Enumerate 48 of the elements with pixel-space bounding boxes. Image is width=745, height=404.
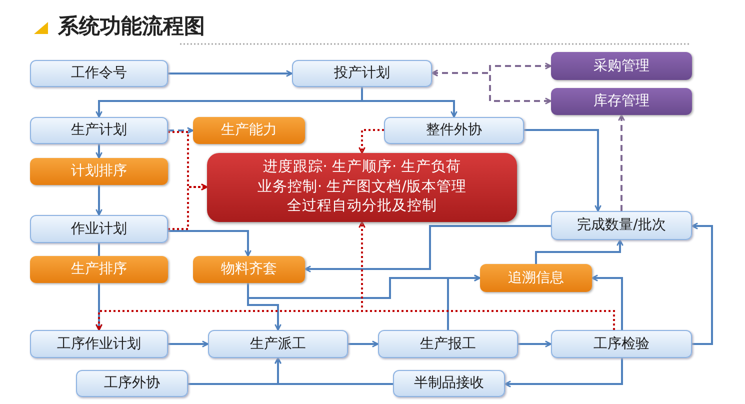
arrow <box>96 144 102 159</box>
arrow <box>168 70 293 77</box>
arrow <box>591 274 623 330</box>
arrow <box>447 274 481 330</box>
process-box: 生产计划 <box>30 117 168 144</box>
process-box: 投产计划 <box>292 60 432 87</box>
process-box: 生产能力 <box>193 117 305 144</box>
arrow <box>168 184 208 230</box>
process-box: 工序检验 <box>551 330 692 358</box>
process-box: 追溯信息 <box>480 264 592 292</box>
arrow <box>691 222 713 345</box>
process-box: 工序作业计划 <box>30 330 168 358</box>
arrow <box>168 131 208 190</box>
arrow <box>168 340 209 348</box>
process-box: 半制品接收 <box>393 370 505 397</box>
arrow <box>348 340 379 348</box>
feature-text: 业务控制· 生产图文档/版本管理 <box>257 178 467 197</box>
arrow <box>168 230 252 257</box>
feature-text: 全过程自动分批及控制 <box>287 197 437 216</box>
arrow <box>96 310 615 331</box>
process-box: 生产派工 <box>208 330 348 358</box>
process-box: 工序外协 <box>76 370 188 397</box>
process-box: 采购管理 <box>551 52 692 80</box>
arrow <box>358 129 384 154</box>
process-box: 计划排序 <box>30 158 168 185</box>
arrow <box>431 70 552 104</box>
info-panel <box>207 153 517 222</box>
arrow <box>535 239 624 264</box>
arrow <box>518 340 552 348</box>
process-box: 整件外协 <box>384 117 524 144</box>
arrow <box>274 357 393 385</box>
title: 系统功能流程图 <box>58 13 205 40</box>
arrow <box>361 87 458 118</box>
arrow <box>304 225 551 272</box>
arrow <box>168 127 194 134</box>
process-box: 生产排序 <box>30 256 168 283</box>
process-box: 生产报工 <box>378 330 518 358</box>
process-box: 完成数量/批次 <box>551 211 692 240</box>
feature-text: 进度跟踪· 生产顺序· 生产负荷 <box>262 158 462 178</box>
arrow <box>618 114 625 211</box>
arrow <box>524 129 602 212</box>
process-box: 作业计划 <box>30 215 168 243</box>
connector <box>98 243 100 256</box>
process-box: 库存管理 <box>551 88 692 115</box>
process-box: 物料齐套 <box>193 256 305 283</box>
arrow <box>504 358 623 388</box>
process-box: 工作令号 <box>30 60 168 87</box>
arrow <box>96 185 102 216</box>
